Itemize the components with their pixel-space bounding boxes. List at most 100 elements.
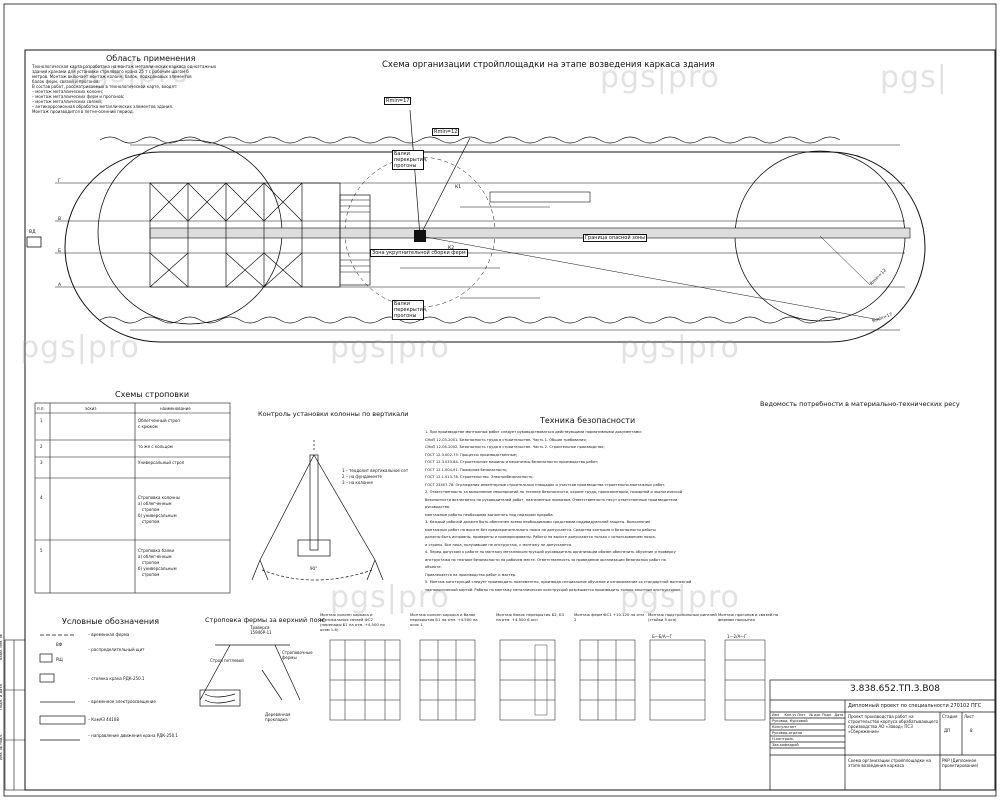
title-block-col: Дата: [834, 713, 844, 717]
mini-plan-caption: Монтаж колонн каркаса и балок перекрытия…: [410, 612, 478, 627]
project-name: Дипломный проект по специальности 270102…: [848, 703, 982, 709]
title-block-role: Зав.кафедрой: [772, 743, 799, 747]
safety-line: 3. Каждый рабочий должен быть обеспечен …: [425, 520, 651, 524]
legend-text: – КамАЗ 44108: [88, 717, 119, 722]
site-plan: [26, 109, 926, 343]
safety-heading: Техника безопасности: [540, 416, 636, 425]
sheet-header: Лист: [964, 714, 975, 719]
title-block-col: Подп.: [822, 713, 833, 717]
sling-row-number: 2: [40, 444, 43, 449]
watermark-logo: pgs|pro: [330, 580, 450, 615]
legend-text: – распределительный щит: [88, 647, 145, 652]
title-block-col: Лист: [797, 713, 806, 717]
crane-k1-label: К1: [455, 185, 462, 190]
traverse-label: Траверса 15946Р-11: [250, 625, 272, 635]
legend-text: – стоянка крана РДК-250.1: [88, 676, 145, 681]
main-scheme-title: Схема организации стройплощадки на этапе…: [382, 60, 715, 70]
beam-stack-label: Балки перекрытия, прогоны: [392, 300, 428, 320]
title-block-col: № док: [809, 713, 821, 717]
legend-heading: Условные обозначения: [62, 617, 160, 626]
safety-line: монтажные работы необходимо выполнять по…: [425, 512, 554, 517]
safety-line: ГОСТ 12.1.004-91. Пожарная безопасность;: [425, 467, 508, 472]
sling-row-name: Строповка колонны а) облегченным стропом…: [138, 495, 180, 524]
truss-sling-heading: Строповка фермы за верхний пояс: [205, 616, 326, 624]
scope-line: – монтаж металлических ферм и прогонов;: [32, 94, 125, 99]
safety-line: ГОСТ 12.3.033-84. Строительные машины и …: [425, 460, 599, 464]
column-legend-item: 2 – на фундаменте: [342, 474, 382, 479]
legend-mark: ВФ: [56, 642, 63, 647]
mini-section-label: Б—Б/А—Г: [652, 634, 673, 639]
sling-row-number: 1: [40, 418, 43, 423]
side-stamp-label: Взам. инв. №: [0, 634, 3, 660]
column-control-heading: Контроль установки колонны по вертикали: [258, 410, 409, 418]
organization: РКР (Дипломное проектирование): [942, 758, 979, 768]
sling-row-number: 3: [40, 460, 43, 465]
materials-heading: Ведомость потребности в материально-техн…: [760, 400, 960, 408]
legend-symbols: [39, 634, 86, 741]
title-block-role: Н.контроль: [772, 737, 794, 741]
side-stamp-label: Инв. № подл.: [0, 733, 3, 760]
scope-line: В состав работ, рассматриваемых в технол…: [32, 84, 178, 89]
title-block-col: Кол.уч: [784, 713, 797, 717]
scope-line: – монтаж металлических колонн;: [32, 89, 104, 94]
mini-plan-caption: Монтаж подстропильных ригелей (стойки 5 …: [648, 612, 717, 622]
stage-header: Стадия: [942, 714, 958, 719]
mini-section-label: 1—2/А—Г: [727, 634, 747, 639]
radius-label: Rmin=12: [432, 128, 460, 136]
crane-k2-label: К2: [448, 246, 454, 251]
safety-line: монтажных работ на высоте без предохрани…: [425, 527, 656, 532]
sling-row-name: Облегченный строп с крюком: [138, 418, 180, 429]
title-block-grid: [769, 679, 996, 791]
safety-line: объекте.: [425, 565, 442, 569]
truss-sling-drawing: [199, 644, 301, 707]
scope-line: Монтаж производится в летне-осенний пери…: [32, 109, 134, 114]
title-block-role: Руковод.отдела: [772, 731, 803, 735]
safety-line: 5. Монтаж конструкций следует производит…: [425, 580, 692, 584]
sling-row-name: Строповка балки а) облегченным стропом б…: [138, 548, 177, 577]
legend-mark: РЩ: [56, 657, 63, 662]
safety-line: СНиП 12-03-2001. Безопасность труда в ст…: [425, 437, 587, 442]
safety-line: безопасности возлагается на руководителе…: [425, 497, 678, 502]
axis-label: В: [58, 217, 62, 222]
gate-label: ВД: [29, 230, 36, 235]
scope-line: метров. Монтаж включает монтаж колонн, б…: [32, 74, 192, 79]
side-stamp-grid: [4, 639, 26, 791]
safety-line: 1. При производстве монтажных работ след…: [425, 430, 642, 434]
scope-line: – антикоррозионная обработка металлическ…: [32, 104, 174, 109]
sheet-title: Схема организации стройплощадки на этапе…: [848, 758, 931, 768]
stage-value: ДП: [944, 728, 951, 733]
column-control-drawing: [251, 440, 384, 581]
safety-line: ГОСТ 12.1.013-78. Строительство. Электро…: [425, 475, 534, 479]
sheet-value: 8: [970, 728, 973, 733]
safety-line: руководства.: [425, 505, 451, 509]
truss-rigging-label: Строповочные фермы: [282, 650, 313, 660]
safety-line: 4. Перед допуском к работе по монтажу ме…: [425, 550, 676, 554]
axis-label: Б: [58, 249, 62, 254]
assembly-zone-label: Зона укрупнительной сборки ферм: [370, 249, 468, 257]
sling-table-header: наименование: [160, 406, 191, 411]
mini-plans: [329, 639, 766, 721]
scope-line: зданий кранами для установки стрелового …: [32, 69, 189, 74]
watermark-logo: pgs|pro: [20, 330, 140, 365]
scope-line: балок ферм, связей и прогонов.: [32, 79, 100, 84]
mini-plan-caption: Монтаж колонн каркаса и вертикальных свя…: [320, 612, 385, 632]
radius-label: Rmin=17: [384, 97, 412, 105]
sling-schemes-heading: Схемы строповки: [115, 390, 190, 399]
watermark-logo: pgs|: [880, 60, 948, 95]
danger-zone-label: Граница опасной зоны: [583, 234, 648, 242]
watermark-logo: pgs|pro: [330, 330, 450, 365]
title-block-col: Изм: [772, 713, 779, 717]
legend-text: – временная ферма: [88, 632, 130, 637]
sling-row-name: Универсальный строп: [138, 460, 185, 465]
mini-plan-caption: Монтаж ферм ФС1 +10.120 на отм 2: [574, 612, 644, 622]
sling-table-header: эскиз: [85, 406, 97, 411]
safety-line: должны быть исправны, проверены и промар…: [425, 535, 656, 539]
sling-table-header: п.п.: [37, 406, 45, 411]
sling-row-name: то же с кольцом: [138, 444, 173, 449]
beam-stack-label: Балки перекрытия, прогоны: [392, 150, 428, 170]
drawing-code: 3.838.652.ТП.3.В08: [850, 684, 941, 694]
scope-line: Технологическая карта разработана на мон…: [32, 64, 217, 69]
safety-line: 2. Ответственность за выполнение меропри…: [425, 490, 683, 494]
title-block-role: Руковод. Курсовой: [772, 719, 808, 723]
